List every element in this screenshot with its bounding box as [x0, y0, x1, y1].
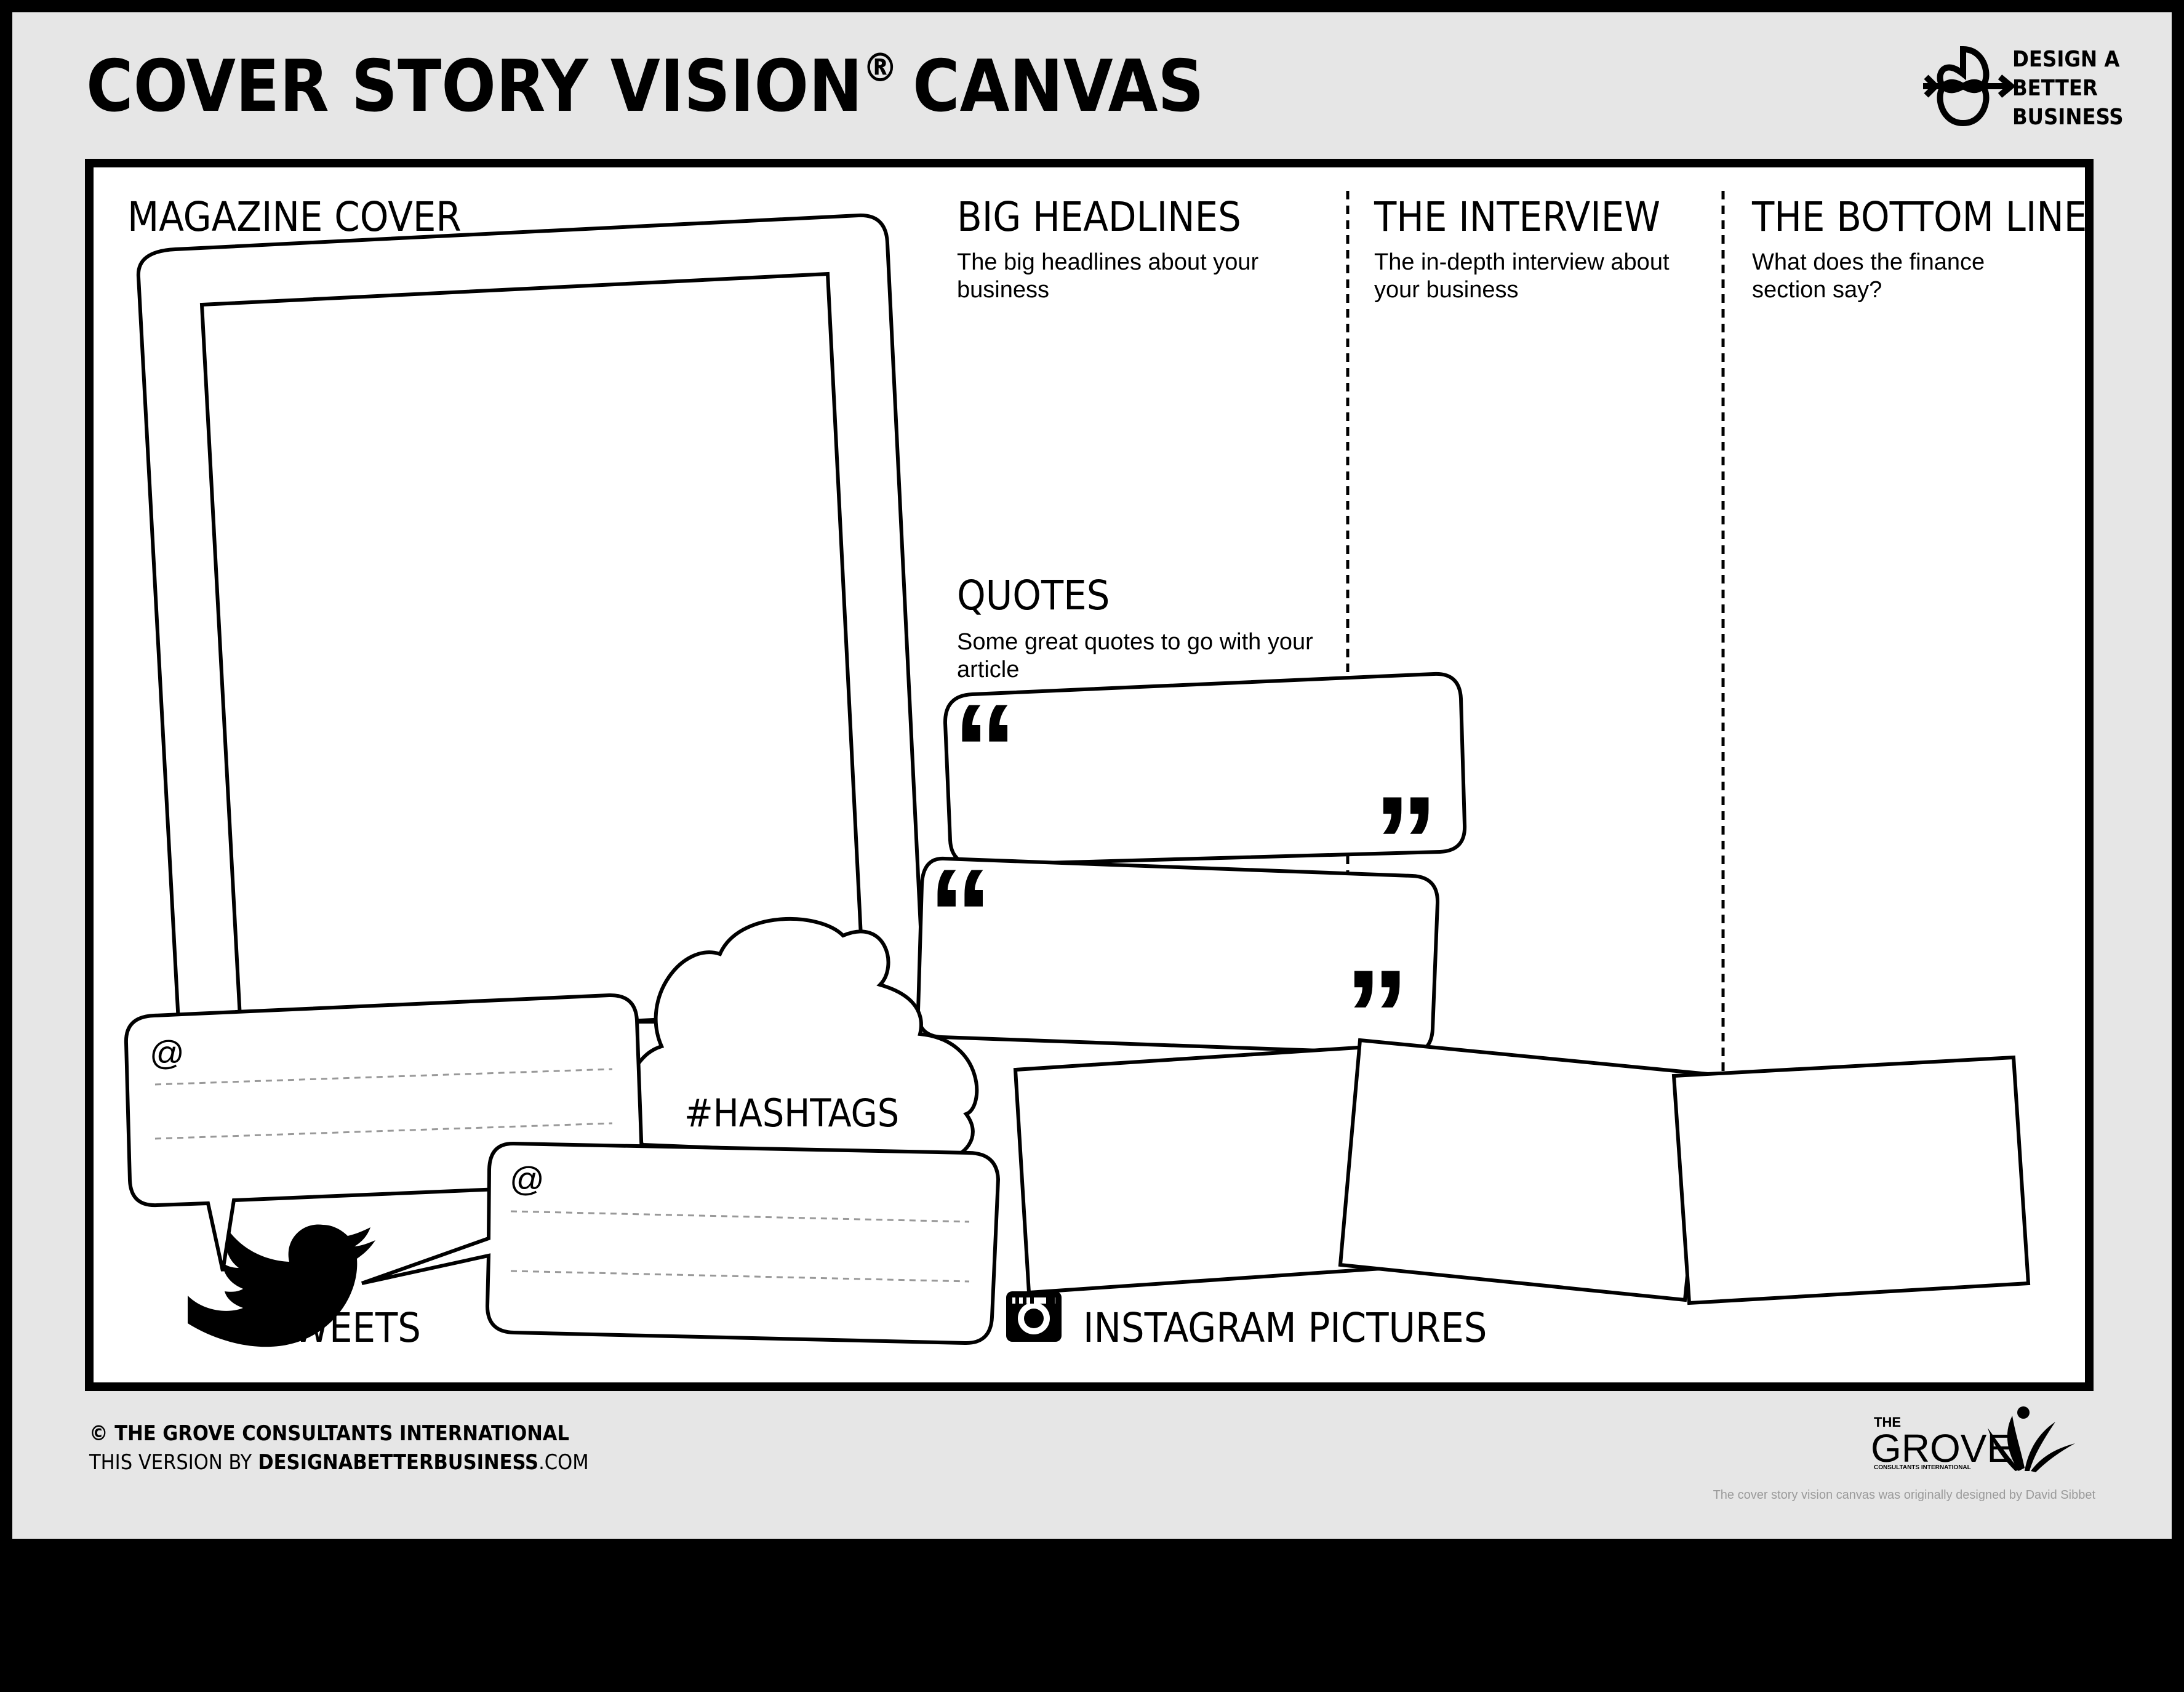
- photo-frame-2[interactable]: [1338, 1038, 1710, 1302]
- grove-name: GROVE: [1871, 1426, 2013, 1470]
- interview-title: THE INTERVIEW: [1374, 193, 1660, 241]
- big-headlines-desc-line-1: The big headlines about your: [957, 249, 1258, 275]
- at-icon: @: [510, 1160, 545, 1198]
- interview-desc-line-1: The in-depth interview about: [1374, 249, 1670, 275]
- brand-line-2: BETTER: [2012, 76, 2098, 101]
- brand-line-3: BUSINESS: [2012, 105, 2124, 130]
- big-headlines-desc-line-2: business: [957, 277, 1049, 303]
- open-quote-icon: “: [928, 842, 993, 987]
- the-grove-logo: THE GROVE CONSULTANTS INTERNATIONAL: [1871, 1406, 2075, 1472]
- twitter-bird-icon: [188, 1224, 375, 1347]
- quote-box-1[interactable]: [943, 672, 1467, 867]
- tweet-line: [154, 1122, 613, 1140]
- tweet-bubble-1[interactable]: [124, 993, 644, 1272]
- footer-credit: The cover story vision canvas was origin…: [1713, 1488, 2096, 1502]
- magazine-cover-title: MAGAZINE COVER: [127, 193, 462, 241]
- canvas-title: COVER STORY VISION®CANVAS: [86, 45, 1204, 128]
- instagram-camera-icon: [1006, 1291, 1062, 1342]
- tweet-bubble-2[interactable]: [361, 1141, 1001, 1345]
- at-icon: @: [150, 1033, 185, 1072]
- tweet-line: [154, 1068, 613, 1086]
- interview-desc-line-2: your business: [1374, 277, 1518, 303]
- grove-leaf-icon: [1988, 1406, 2075, 1472]
- bottom-line-title: THE BOTTOM LINE: [1751, 193, 2087, 241]
- bottom-line-desc-line-2: section say?: [1752, 277, 1882, 303]
- hashtags-cloud[interactable]: [624, 917, 979, 1160]
- design-a-better-business-logo: DESIGN A BETTER BUSINESS: [1923, 46, 2124, 130]
- tweets-title: TWEETS: [270, 1304, 421, 1352]
- quotes-desc-line-1: Some great quotes to go with your: [957, 629, 1313, 655]
- instagram-title: INSTAGRAM PICTURES: [1083, 1304, 1487, 1352]
- quotes-desc-line-2: article: [957, 657, 1019, 683]
- photo-frame-1[interactable]: [1013, 1044, 1393, 1295]
- tweet-line: [510, 1270, 970, 1283]
- infinity-arrow-icon: [1923, 46, 2016, 127]
- quotes-title: QUOTES: [957, 572, 1110, 619]
- hashtags-title: #HASHTAGS: [684, 1091, 899, 1136]
- footer-copyright: © THE GROVE CONSULTANTS INTERNATIONAL: [89, 1421, 569, 1446]
- tweet-line: [510, 1210, 970, 1223]
- open-quote-icon: “: [953, 677, 1017, 822]
- big-headlines-title: BIG HEADLINES: [957, 193, 1241, 241]
- grove-the: THE: [1874, 1414, 1901, 1430]
- photo-frame-3[interactable]: [1671, 1055, 2031, 1305]
- brand-line-1: DESIGN A: [2012, 47, 2119, 72]
- bottom-line-desc-line-1: What does the finance: [1752, 249, 1985, 275]
- grove-sub: CONSULTANTS INTERNATIONAL: [1874, 1464, 1971, 1471]
